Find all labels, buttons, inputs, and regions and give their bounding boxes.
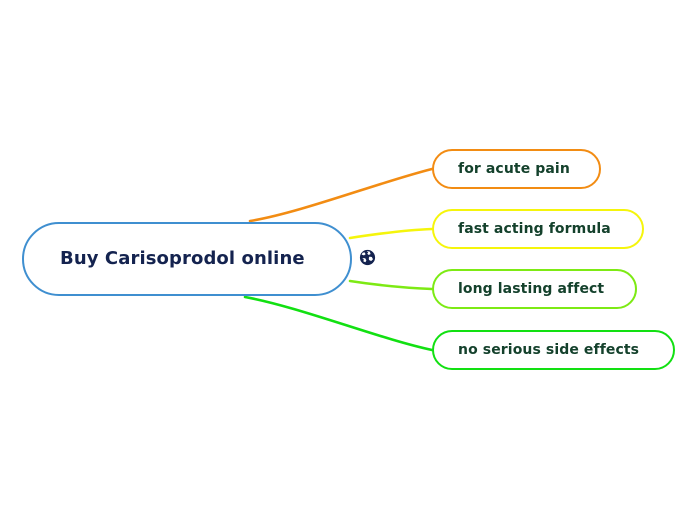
- child-node-label: for acute pain: [458, 161, 570, 177]
- child-node-label: long lasting affect: [458, 281, 605, 297]
- child-node-label: no serious side effects: [458, 342, 640, 358]
- root-node-label: Buy Carisoprodol online: [60, 248, 305, 270]
- child-node-no-serious-side-effects[interactable]: no serious side effects: [432, 330, 675, 370]
- branch-fast-acting-formula: [348, 227, 434, 240]
- globe-icon[interactable]: [359, 249, 376, 266]
- child-node-label: fast acting formula: [458, 221, 611, 237]
- child-node-fast-acting-formula[interactable]: fast acting formula: [432, 209, 644, 249]
- child-node-for-acute-pain[interactable]: for acute pain: [432, 149, 601, 189]
- branch-for-acute-pain: [248, 167, 434, 223]
- branch-long-lasting-affect: [348, 279, 434, 291]
- root-node[interactable]: Buy Carisoprodol online: [22, 222, 352, 296]
- branch-no-serious-side-effects: [243, 295, 434, 352]
- child-node-long-lasting-affect[interactable]: long lasting affect: [432, 269, 637, 309]
